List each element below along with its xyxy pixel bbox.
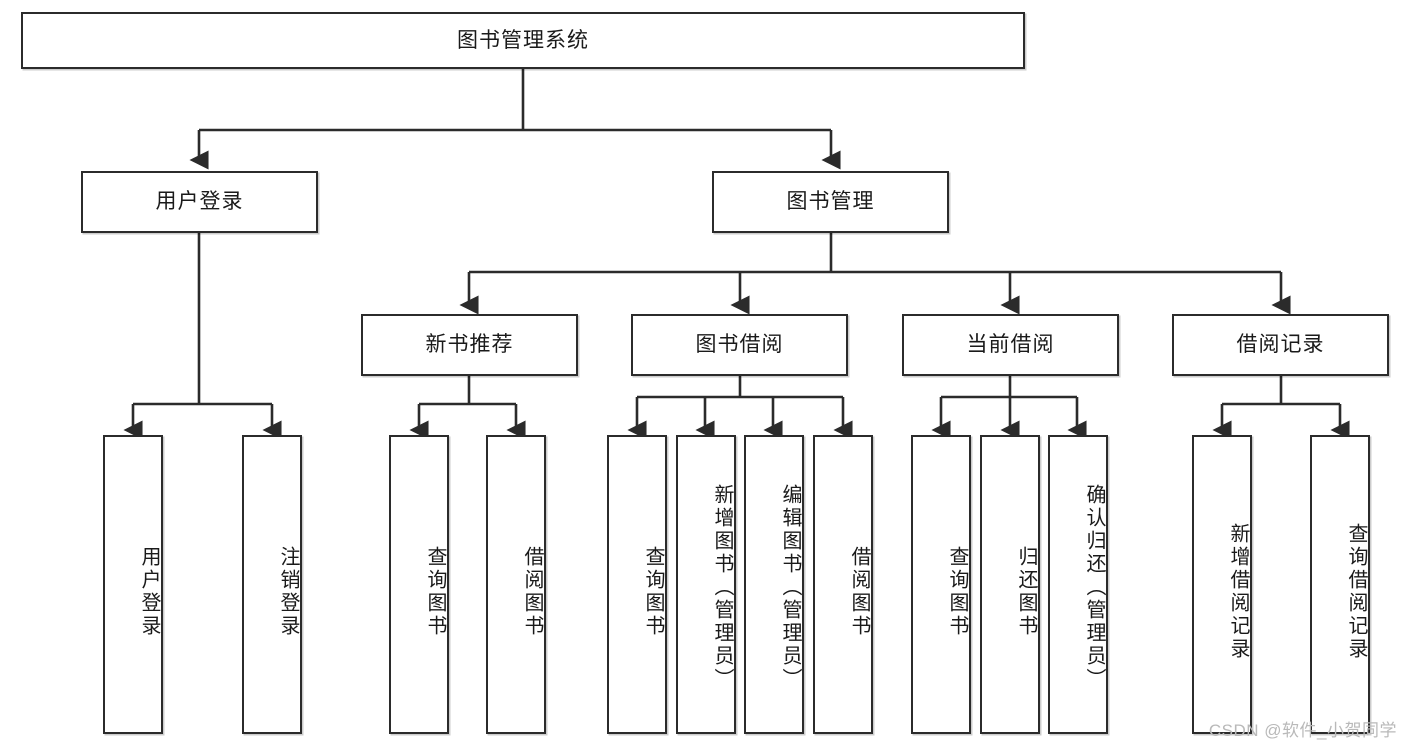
leaf-borrow-edit-book-admin[interactable]: 编辑图书（管理员） — [744, 435, 804, 734]
node-label: 查询借阅记录 — [1345, 522, 1367, 661]
leaf-record-query-record[interactable]: 查询借阅记录 — [1310, 435, 1370, 734]
node-label: 新增借阅记录 — [1227, 522, 1249, 661]
node-label: 归还图书 — [1015, 545, 1037, 638]
node-label: 借阅记录 — [1236, 333, 1325, 357]
node-book-management[interactable]: 图书管理 — [712, 171, 949, 233]
node-label: 借阅图书 — [848, 545, 870, 638]
leaf-current-confirm-return-admin[interactable]: 确认归还（管理员） — [1048, 435, 1108, 734]
leaf-borrow-borrow-book[interactable]: 借阅图书 — [813, 435, 873, 734]
leaf-current-return-book[interactable]: 归还图书 — [980, 435, 1040, 734]
csdn-watermark: CSDN @软件_小贺同学 — [1208, 721, 1397, 740]
leaf-current-query-book[interactable]: 查询图书 — [911, 435, 971, 734]
node-root-system[interactable]: 图书管理系统 — [21, 12, 1025, 69]
node-label: 查询图书 — [642, 545, 664, 638]
leaf-record-add-record[interactable]: 新增借阅记录 — [1192, 435, 1252, 734]
node-user-login[interactable]: 用户登录 — [81, 171, 318, 233]
node-current-borrow[interactable]: 当前借阅 — [902, 314, 1119, 376]
node-label: 用户登录 — [155, 190, 244, 214]
node-label: 图书借阅 — [695, 333, 784, 357]
leaf-user-login-signout[interactable]: 注销登录 — [242, 435, 302, 734]
node-book-borrow[interactable]: 图书借阅 — [631, 314, 848, 376]
node-label: 查询图书 — [424, 545, 446, 638]
node-label: 注销登录 — [277, 545, 299, 638]
node-label: 编辑图书（管理员） — [779, 484, 801, 691]
node-label: 新书推荐 — [425, 333, 514, 357]
node-label: 图书管理 — [786, 190, 875, 214]
leaf-new-book-query[interactable]: 查询图书 — [389, 435, 449, 734]
node-label: 新增图书（管理员） — [711, 484, 733, 691]
node-label: 图书管理系统 — [457, 28, 589, 52]
leaf-borrow-add-book-admin[interactable]: 新增图书（管理员） — [676, 435, 736, 734]
node-label: 用户登录 — [138, 545, 160, 638]
node-label: 借阅图书 — [521, 545, 543, 638]
node-label: 查询图书 — [946, 545, 968, 638]
node-borrow-record[interactable]: 借阅记录 — [1172, 314, 1389, 376]
leaf-user-login-signin[interactable]: 用户登录 — [103, 435, 163, 734]
node-label: 当前借阅 — [966, 333, 1055, 357]
node-new-book-recommend[interactable]: 新书推荐 — [361, 314, 578, 376]
node-label: 确认归还（管理员） — [1083, 484, 1105, 691]
leaf-new-book-borrow[interactable]: 借阅图书 — [486, 435, 546, 734]
leaf-borrow-query-book[interactable]: 查询图书 — [607, 435, 667, 734]
